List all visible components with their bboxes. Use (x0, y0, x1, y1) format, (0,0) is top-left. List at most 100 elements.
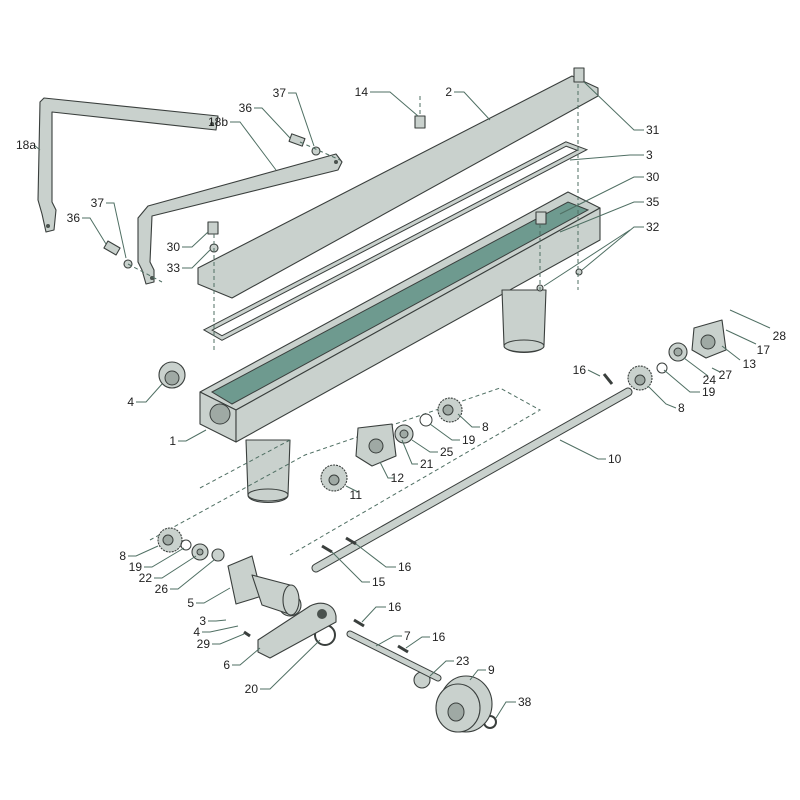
part-number-label: 16 (398, 560, 412, 574)
part-number-label: 26 (155, 582, 169, 596)
part-number-label: 20 (245, 682, 259, 696)
leader-line (729, 309, 771, 329)
pins-16 (243, 373, 614, 654)
part-number-label: 36 (67, 211, 81, 225)
leader-line (647, 385, 677, 409)
leader-line (725, 329, 757, 345)
arm-bracket-6 (257, 602, 337, 659)
bevel-gears (157, 365, 653, 553)
part-number-label: 36 (239, 101, 253, 115)
leader-line (33, 144, 41, 151)
part-number-label: 22 (139, 571, 153, 585)
part-number-label: 7 (404, 629, 411, 643)
part-number-label: 30 (167, 240, 181, 254)
leader-line (178, 429, 207, 442)
leader-line (663, 369, 700, 393)
leader-line (232, 647, 261, 666)
leader-line (331, 551, 370, 583)
leader-line (569, 154, 644, 161)
part-number-label: 12 (391, 471, 405, 485)
leader-line (355, 543, 396, 568)
bearing-housing-5 (227, 555, 300, 616)
bolt-31 (573, 67, 585, 83)
part-number-label: 27 (719, 368, 733, 382)
part-number-label: 4 (127, 395, 134, 409)
part-number-label: 8 (119, 549, 126, 563)
part-number-label: 24 (703, 373, 717, 387)
part-number-label: 37 (273, 86, 287, 100)
leader-line (154, 555, 197, 579)
part-number-label: 38 (518, 695, 532, 709)
bracket-18a (37, 97, 219, 233)
leader-line (260, 639, 321, 690)
leader-line (82, 217, 107, 245)
part-number-label: 8 (678, 401, 685, 415)
leader-line (587, 369, 601, 377)
part-number-label: 23 (456, 654, 470, 668)
part-number-label: 2 (445, 85, 452, 99)
part-number-label: 10 (608, 452, 622, 466)
leader-line (370, 91, 419, 117)
leader-line (683, 357, 709, 377)
part-number-label: 4 (193, 625, 200, 639)
leader-line (212, 633, 245, 645)
leader-line (345, 485, 359, 493)
part-number-label: 1 (169, 434, 176, 448)
part-number-label: 17 (757, 343, 771, 357)
leader-line (543, 226, 644, 287)
trough-housing (199, 191, 601, 504)
bracket-18b (137, 153, 343, 285)
leader-line (559, 201, 644, 233)
part-number-label: 37 (91, 196, 105, 210)
leader-line (429, 423, 460, 441)
leader-line (405, 636, 430, 649)
leader-line (230, 121, 277, 171)
part-number-label: 29 (197, 637, 211, 651)
part-number-label: 8 (482, 420, 489, 434)
part-number-label: 13 (743, 357, 757, 371)
leader-line (361, 606, 386, 623)
leader-line (469, 669, 486, 681)
part-number-label: 21 (420, 457, 434, 471)
part-number-label: 18a (16, 138, 36, 152)
leader-line (495, 701, 516, 719)
part-number-label: 5 (187, 596, 194, 610)
part-number-label: 6 (223, 658, 230, 672)
leader-line (182, 249, 211, 269)
leader-line (379, 461, 394, 479)
leader-line (375, 635, 402, 647)
part-number-label: 3 (646, 148, 653, 162)
part-number-label: 30 (646, 170, 660, 184)
part-number-label: 3 (199, 614, 206, 628)
part-number-label: 19 (462, 433, 476, 447)
leader-line (401, 439, 418, 465)
leader-line (254, 107, 291, 139)
pulley-9 (435, 675, 493, 733)
leader-line (411, 439, 438, 453)
leader-line (711, 367, 721, 373)
bolt-36-upper (288, 133, 321, 156)
leader-line (454, 91, 491, 121)
leader-line (721, 345, 741, 361)
part-number-label: 33 (167, 261, 181, 275)
part-number-label: 28 (773, 329, 787, 343)
part-number-label: 19 (129, 560, 143, 574)
part-number-label: 35 (646, 195, 660, 209)
leader-line (106, 202, 127, 259)
leader-line (182, 231, 209, 248)
leader-line (196, 587, 231, 604)
bolt-30 (207, 221, 219, 235)
leader-line (144, 547, 185, 568)
part-number-label: 16 (432, 630, 446, 644)
leader-line (583, 81, 644, 131)
leader-line (128, 545, 159, 557)
leader-line (429, 660, 454, 677)
part-number-label: 16 (388, 600, 402, 614)
bolt-36-lower (103, 240, 133, 269)
leader-line (559, 176, 644, 215)
part-number-label: 15 (372, 575, 386, 589)
leader-line (170, 559, 215, 590)
leader-line (136, 383, 163, 403)
